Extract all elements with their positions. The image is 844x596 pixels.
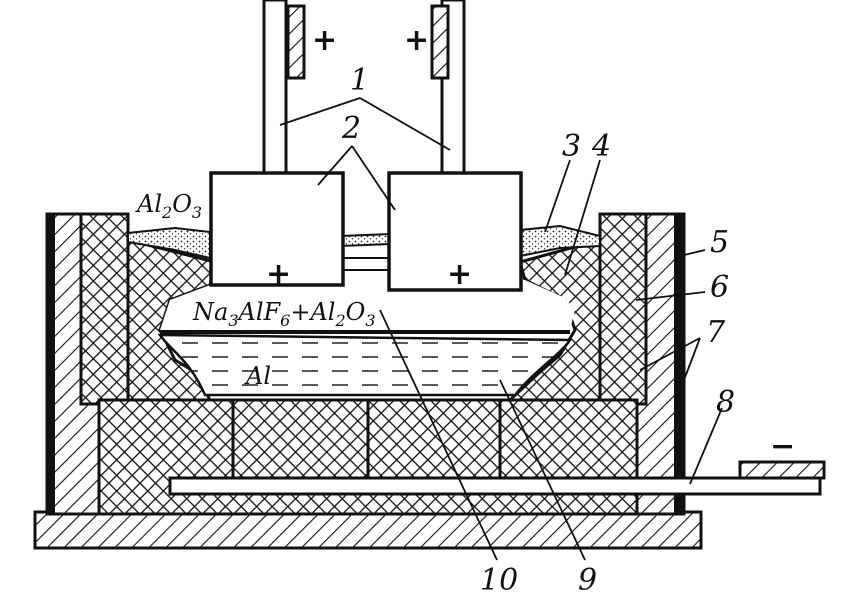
- label-8: 8: [716, 385, 735, 420]
- label-3: 3: [562, 129, 581, 164]
- aluminium-label: Al: [244, 362, 271, 390]
- leader-lines: [279, 97, 723, 561]
- label-10: 10: [480, 563, 518, 596]
- anode-block-left-plus: +: [266, 257, 291, 292]
- anode-clamp-right-plus: +: [404, 23, 429, 58]
- anode-clamp-left: [286, 4, 306, 80]
- label-9: 9: [578, 563, 597, 596]
- alumina-crust-middle: [339, 232, 391, 248]
- label-2: 2: [341, 111, 361, 146]
- cathode-minus: −: [770, 429, 795, 464]
- label-6: 6: [710, 270, 729, 305]
- label-7: 7: [706, 315, 726, 350]
- anode-block-right: [387, 171, 523, 292]
- electrolyte-bath: [160, 280, 575, 330]
- cathode-collector-bar: [168, 476, 822, 496]
- lining-right: [598, 212, 648, 406]
- base-plate: [33, 510, 703, 550]
- electrolyte-label: Na3AlF6+Al2O3: [192, 298, 376, 330]
- lining-left: [79, 212, 130, 406]
- molten-aluminium: [157, 333, 573, 397]
- anode-rod-left: [262, 0, 288, 177]
- anode-clamp-left-plus: +: [312, 23, 337, 58]
- cathode-terminal: [738, 460, 826, 480]
- label-1: 1: [350, 63, 369, 98]
- label-4: 4: [591, 129, 611, 164]
- label-5: 5: [710, 225, 729, 260]
- casing-left-edge: [47, 214, 55, 514]
- anode-block-left: [209, 171, 345, 287]
- anode-block-right-plus: +: [447, 257, 472, 292]
- anode-clamp-right: [430, 4, 450, 80]
- casing-right-edge: [674, 214, 684, 514]
- alumina-label: Al2O3: [135, 190, 202, 222]
